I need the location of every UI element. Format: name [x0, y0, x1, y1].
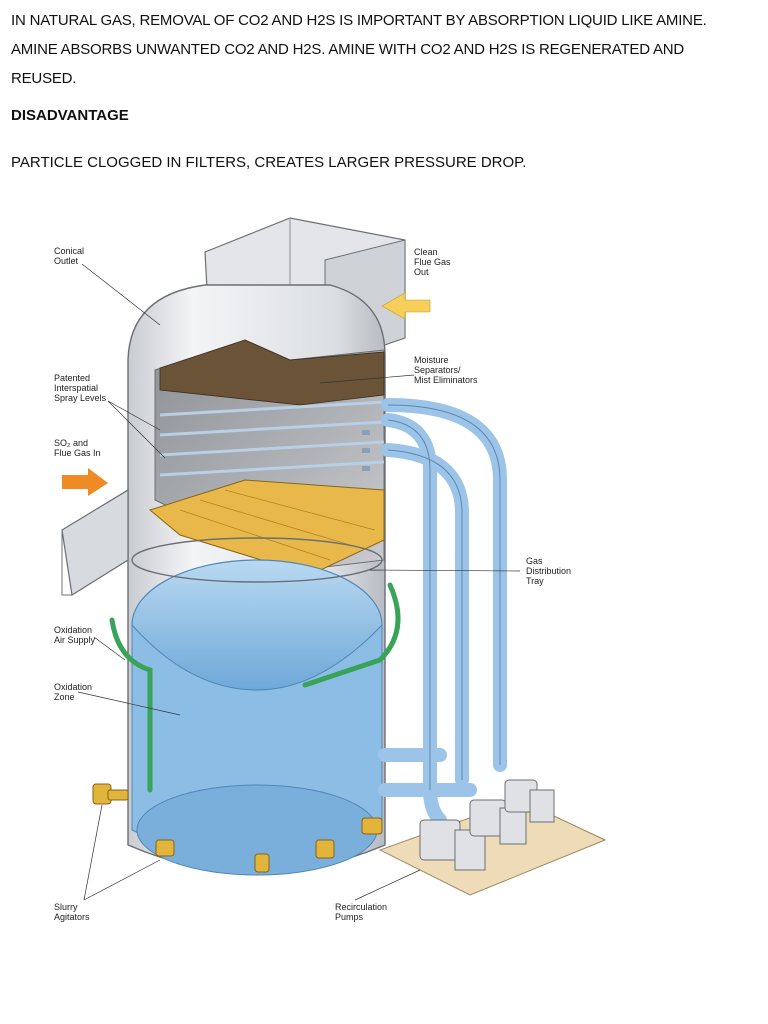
label-zone-1: Oxidation: [54, 682, 92, 692]
label-slurry-2: Agitators: [54, 912, 90, 922]
label-pumps-1: Recirculation: [335, 902, 387, 912]
label-so2-2: Flue Gas In: [54, 448, 101, 458]
label-spray-1: Patented: [54, 373, 90, 383]
gas-in-arrow: [62, 468, 108, 496]
label-pumps-2: Pumps: [335, 912, 364, 922]
section-heading: DISADVANTAGE: [11, 107, 129, 124]
paragraph-line-2: AMINE ABSORBS UNWANTED CO2 AND H2S. AMIN…: [11, 41, 685, 58]
label-so2-1: SO₂ and: [54, 438, 88, 448]
label-zone-2: Zone: [54, 692, 75, 702]
intro-paragraph: IN NATURAL GAS, REMOVAL OF CO2 AND H2S I…: [11, 6, 756, 93]
gas-out-arrow: [381, 292, 431, 320]
label-clean-gas-2: Flue Gas: [414, 257, 451, 267]
disadvantage-note: PARTICLE CLOGGED IN FILTERS, CREATES LAR…: [11, 154, 527, 171]
air-supply-lines: [109, 582, 401, 793]
recirculation-pumps: [378, 779, 607, 896]
paragraph-line-3: REUSED.: [11, 70, 77, 87]
label-tray-2: Distribution: [526, 566, 571, 576]
inlet-duct: [61, 488, 129, 596]
label-tray-3: Tray: [526, 576, 544, 586]
label-spray-2: Interspatial: [54, 383, 98, 393]
label-moisture-2: Separators/: [414, 365, 461, 375]
label-tray-1: Gas: [526, 556, 543, 566]
paragraph-line-1: IN NATURAL GAS, REMOVAL OF CO2 AND H2S I…: [11, 12, 707, 29]
slurry-agitators: [92, 783, 383, 873]
label-moisture-3: Mist Eliminators: [414, 375, 478, 385]
label-spray-3: Spray Levels: [54, 393, 107, 403]
label-clean-gas-3: Out: [414, 267, 429, 277]
label-conical-outlet-1: Conical: [54, 246, 84, 256]
label-conical-outlet-2: Outlet: [54, 256, 79, 266]
label-moisture-1: Moisture: [414, 355, 449, 365]
label-air-2: Air Supply: [54, 635, 96, 645]
label-slurry-1: Slurry: [54, 902, 78, 912]
absorber-vessel: [127, 284, 386, 876]
label-air-1: Oxidation: [54, 625, 92, 635]
label-clean-gas-1: Clean: [414, 247, 438, 257]
